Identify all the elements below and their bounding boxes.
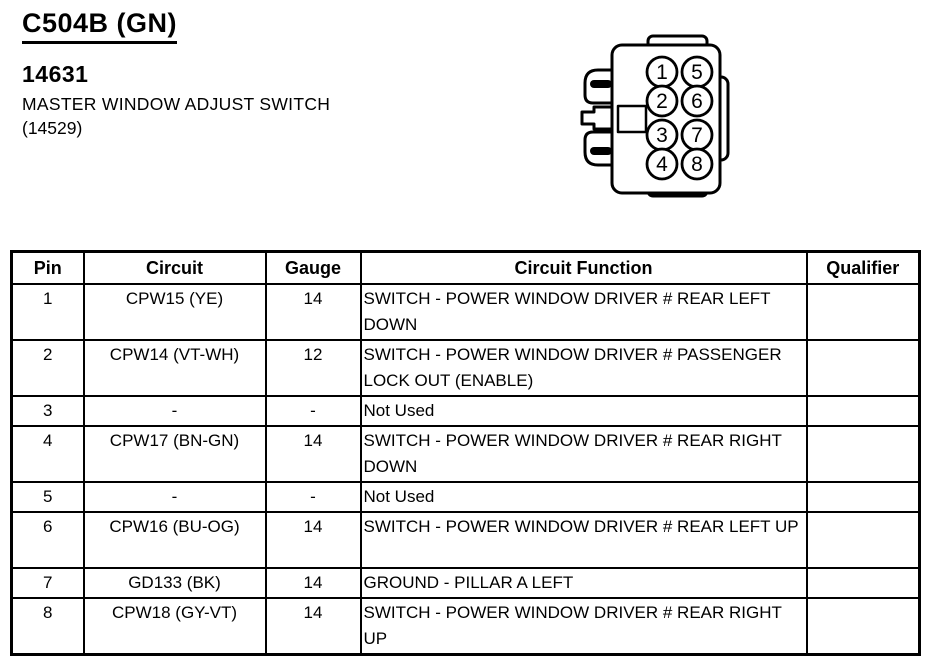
cell-circuit: CPW18 (GY-VT) — [82, 597, 267, 656]
cell-qualifier — [805, 481, 921, 513]
cell-gauge: - — [264, 481, 362, 513]
cell-circuit: CPW16 (BU-OG) — [82, 511, 267, 569]
cell-qualifier — [805, 425, 921, 483]
cell-circuit: GD133 (BK) — [82, 567, 267, 599]
title-block: C504B (GN) 14631 MASTER WINDOW ADJUST SW… — [22, 8, 330, 139]
cell-qualifier — [805, 511, 921, 569]
cell-circuit: CPW15 (YE) — [82, 283, 267, 341]
cell-function: SWITCH - POWER WINDOW DRIVER # REAR LEFT… — [359, 283, 808, 341]
latch-slot-bottom — [590, 147, 612, 155]
cell-qualifier — [805, 395, 921, 427]
cell-gauge: 12 — [264, 339, 362, 397]
table-row-pin-8: 8 CPW18 (GY-VT) 14 SWITCH - POWER WINDOW… — [10, 597, 921, 656]
pin-cavity-8 — [680, 147, 714, 181]
document-page: { "header": { "connector_id": "C504B (GN… — [10, 8, 921, 656]
component-reference: (14529) — [22, 118, 83, 138]
cell-qualifier — [805, 567, 921, 599]
cell-pin: 5 — [10, 481, 85, 513]
component-description: MASTER WINDOW ADJUST SWITCH — [22, 94, 331, 114]
pin-cavity-6 — [680, 84, 714, 118]
connector-id-title: C504B (GN) — [22, 8, 178, 44]
cell-pin: 3 — [10, 395, 85, 427]
pin-number-4: 4 — [656, 153, 668, 176]
cell-gauge: 14 — [264, 511, 362, 569]
table-row-pin-5: 5 - - Not Used — [10, 481, 921, 513]
cell-function: SWITCH - POWER WINDOW DRIVER # REAR RIGH… — [359, 425, 808, 483]
col-header-pin: Pin — [10, 250, 85, 285]
pin-number-1: 1 — [656, 61, 668, 84]
pin-cavity-2 — [645, 84, 679, 118]
cell-function: Not Used — [359, 395, 808, 427]
col-header-qualifier: Qualifier — [805, 250, 921, 285]
table-row-pin-6: 6 CPW16 (BU-OG) 14 SWITCH - POWER WINDOW… — [10, 511, 921, 569]
cell-pin: 2 — [10, 339, 85, 397]
col-header-function: Circuit Function — [359, 250, 808, 285]
table-header-row: Pin Circuit Gauge Circuit Function Quali… — [10, 250, 921, 285]
pin-number-6: 6 — [691, 90, 703, 113]
cell-function: Not Used — [359, 481, 808, 513]
cell-gauge: 14 — [264, 283, 362, 341]
latch-slot-top — [590, 80, 612, 88]
pin-number-3: 3 — [656, 124, 668, 147]
connector-latch-middle-clip — [580, 105, 620, 131]
cell-pin: 7 — [10, 567, 85, 599]
pin-number-8: 8 — [691, 153, 703, 176]
cell-pin: 1 — [10, 283, 85, 341]
col-header-circuit: Circuit — [82, 250, 267, 285]
table-row-pin-3: 3 - - Not Used — [10, 395, 921, 427]
pin-number-2: 2 — [656, 90, 668, 113]
pinout-table: Pin Circuit Gauge Circuit Function Quali… — [10, 250, 921, 656]
connector-face-diagram: 1 2 3 4 5 6 7 8 — [580, 34, 730, 198]
pin-number-7: 7 — [691, 124, 703, 147]
table-row-pin-4: 4 CPW17 (BN-GN) 14 SWITCH - POWER WINDOW… — [10, 425, 921, 483]
cell-pin: 6 — [10, 511, 85, 569]
cell-function: SWITCH - POWER WINDOW DRIVER # REAR LEFT… — [359, 511, 808, 569]
cell-qualifier — [805, 597, 921, 656]
part-number: 14631 — [22, 61, 89, 87]
cell-qualifier — [805, 283, 921, 341]
col-header-gauge: Gauge — [264, 250, 362, 285]
cell-gauge: 14 — [264, 567, 362, 599]
cell-circuit: CPW14 (VT-WH) — [82, 339, 267, 397]
cell-pin: 8 — [10, 597, 85, 656]
cell-qualifier — [805, 339, 921, 397]
cell-function: GROUND - PILLAR A LEFT — [359, 567, 808, 599]
cell-function: SWITCH - POWER WINDOW DRIVER # REAR RIGH… — [359, 597, 808, 656]
table-row-pin-7: 7 GD133 (BK) 14 GROUND - PILLAR A LEFT — [10, 567, 921, 599]
pin-number-5: 5 — [691, 61, 703, 84]
latch-inner-window — [616, 104, 648, 134]
cell-pin: 4 — [10, 425, 85, 483]
cell-gauge: - — [264, 395, 362, 427]
cell-function: SWITCH - POWER WINDOW DRIVER # PASSENGER… — [359, 339, 808, 397]
pin-cavity-4 — [645, 147, 679, 181]
cell-gauge: 14 — [264, 425, 362, 483]
table-row-pin-2: 2 CPW14 (VT-WH) 12 SWITCH - POWER WINDOW… — [10, 339, 921, 397]
cell-gauge: 14 — [264, 597, 362, 656]
cell-circuit: - — [82, 395, 267, 427]
table-row-pin-1: 1 CPW15 (YE) 14 SWITCH - POWER WINDOW DR… — [10, 283, 921, 341]
cell-circuit: - — [82, 481, 267, 513]
cell-circuit: CPW17 (BN-GN) — [82, 425, 267, 483]
